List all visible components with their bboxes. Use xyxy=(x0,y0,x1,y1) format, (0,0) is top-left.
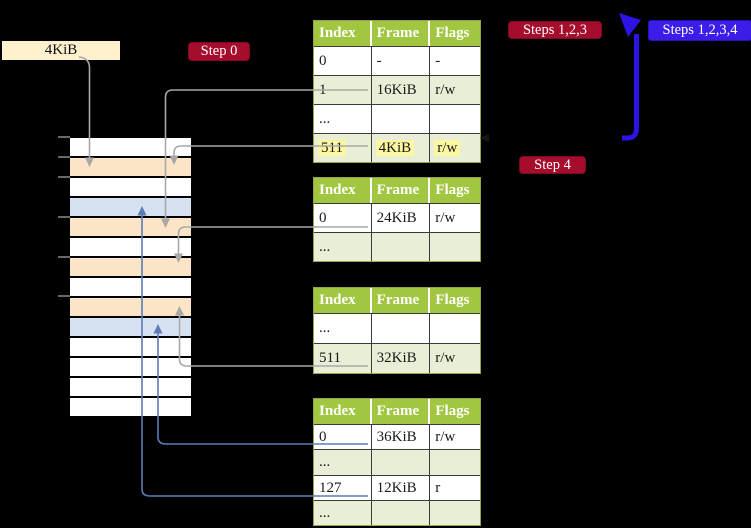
memory-frame-row xyxy=(70,398,191,416)
table-cell: 32KiB xyxy=(372,344,431,373)
table-header-cell: Frame xyxy=(372,288,431,313)
table-cell xyxy=(430,314,480,343)
table-cell xyxy=(430,105,480,133)
badge-steps123: Steps 1,2,3 xyxy=(508,21,602,39)
table-row: ... xyxy=(314,104,480,133)
table-cell xyxy=(372,233,431,261)
physical-memory-column xyxy=(70,137,191,416)
table-header-cell: Index xyxy=(314,178,372,203)
memory-frame-row xyxy=(70,178,191,196)
table-cell: 0 xyxy=(314,204,372,232)
memory-frame-row xyxy=(70,338,191,356)
table-header-cell: Flags xyxy=(435,403,470,419)
table-cell: 127 xyxy=(314,475,372,500)
highlighted-value: 4KiB xyxy=(375,140,415,156)
memory-frame-row xyxy=(70,158,191,176)
table-cell xyxy=(430,501,480,525)
table-cell: ... xyxy=(314,500,372,526)
table-cell: - xyxy=(435,53,441,69)
table-header-cell: Index xyxy=(314,288,372,313)
table-row: ... xyxy=(314,449,480,475)
recursive-entry-arrowhead xyxy=(480,133,489,143)
table-cell: r/w xyxy=(435,210,456,226)
table-cell: - xyxy=(372,47,431,75)
table-header-cell: Index xyxy=(314,399,372,424)
table-cell: ... xyxy=(314,314,372,343)
table-cell xyxy=(372,500,431,526)
table-cell: r/w xyxy=(435,82,456,98)
table-cell: 0 xyxy=(314,47,372,75)
recursive-loop-arrow xyxy=(622,34,639,141)
recursive-loop-arrowhead xyxy=(619,13,641,37)
memory-frame-row xyxy=(70,358,191,376)
table-cell: r/w xyxy=(435,350,456,366)
table-cell xyxy=(372,105,431,133)
memory-frame-row xyxy=(70,378,191,396)
table-row: 511 4KiB r/w xyxy=(314,133,480,162)
table-cell xyxy=(430,450,480,474)
table-header-cell: Index xyxy=(314,21,372,46)
table-cell xyxy=(372,314,431,343)
memory-frame-row xyxy=(70,138,191,156)
table-row: ... xyxy=(314,499,480,526)
table-header-cell: Frame xyxy=(372,399,431,424)
memory-frame-row xyxy=(70,318,191,336)
table-header-cell: Frame xyxy=(372,21,431,46)
table-cell: 0 xyxy=(314,425,372,450)
table-cell: 24KiB xyxy=(372,204,431,232)
table-cell: 511 xyxy=(314,344,372,373)
table-cell xyxy=(372,450,431,475)
table-header-cell: Flags xyxy=(435,292,470,308)
table-cell: 12KiB xyxy=(372,475,431,500)
table-header-cell: Flags xyxy=(435,25,470,41)
table-row: ... xyxy=(314,313,480,343)
badge-step0: Step 0 xyxy=(188,42,250,61)
memory-frame-row xyxy=(70,298,191,316)
highlighted-value: 511 xyxy=(318,140,346,156)
table-cell: ... xyxy=(314,450,372,475)
memory-frame-row xyxy=(70,258,191,276)
memory-frame-row xyxy=(70,198,191,216)
table-cell: 36KiB xyxy=(372,425,431,450)
badge-steps1234: Steps 1,2,3,4 xyxy=(648,20,751,41)
memory-frame-row xyxy=(70,218,191,236)
address-tick-marks xyxy=(58,136,70,297)
table-cell: r xyxy=(435,479,441,496)
table-row: ... xyxy=(314,232,480,261)
table-cell: 16KiB xyxy=(372,76,431,104)
table-header-cell: Flags xyxy=(435,182,470,198)
memory-frame-row xyxy=(70,238,191,256)
highlighted-value: r/w xyxy=(434,140,461,156)
table-cell xyxy=(430,233,480,261)
table-cell: 511 xyxy=(314,134,372,162)
badge-step4: Step 4 xyxy=(519,156,586,174)
table-cell: r/w xyxy=(435,429,456,445)
table-cell: ... xyxy=(314,105,372,133)
memory-frame-row xyxy=(70,278,191,296)
table-cell: 4KiB xyxy=(372,134,431,162)
table-header-cell: Frame xyxy=(372,178,431,203)
frame-size-label: 4KiB xyxy=(2,41,120,60)
table-row: 0-- xyxy=(314,46,480,75)
table-cell: r/w xyxy=(430,134,480,162)
table-cell: ... xyxy=(314,233,372,261)
table-cell: 1 xyxy=(314,76,372,104)
